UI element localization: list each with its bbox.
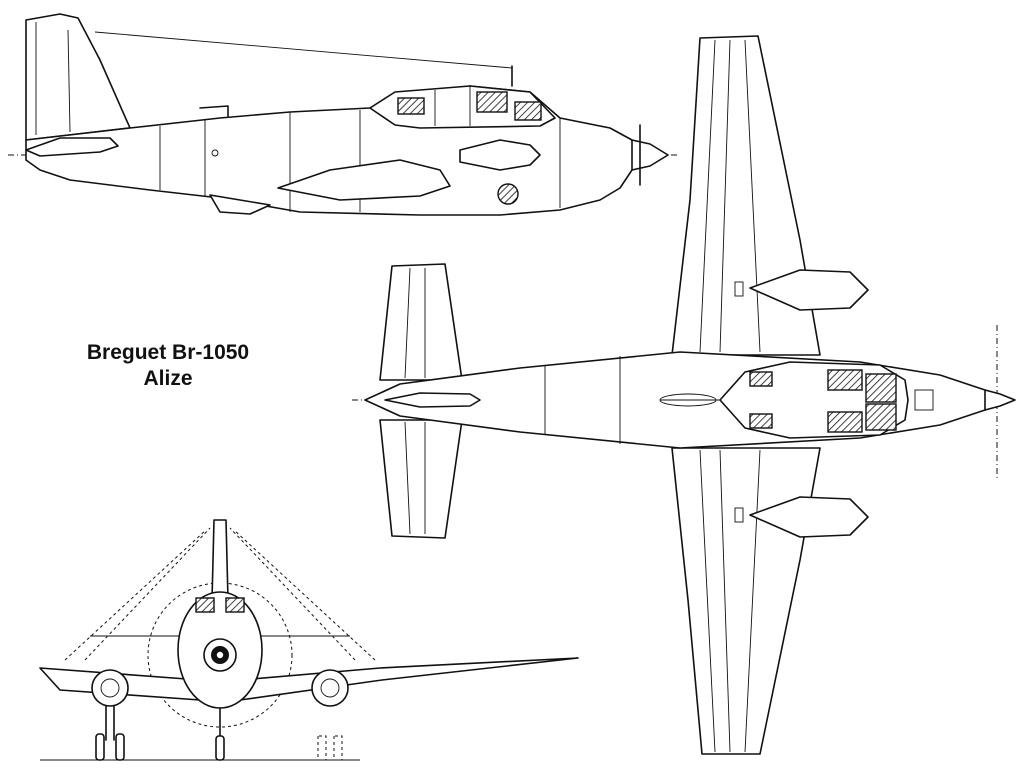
wing-upper-lines (699, 39, 761, 353)
radome-side (209, 194, 271, 215)
nacelle-side (459, 139, 541, 171)
window-hatched (225, 597, 245, 613)
side-view (8, 13, 680, 216)
window-hatched (865, 373, 897, 403)
nacelle-front-left-inner (100, 678, 120, 698)
aircraft-name: Breguet Br-1050 (86, 341, 250, 364)
nacelle-detail (734, 507, 744, 523)
wing-lower (671, 447, 821, 755)
wing-upper (671, 35, 821, 356)
nose-gear-wheel (215, 735, 225, 761)
main-gear-left-strut (105, 705, 115, 741)
hatch-detail (914, 389, 934, 411)
window-hatched (195, 597, 215, 613)
window-hatched (827, 411, 863, 433)
antenna-wire (94, 31, 513, 69)
window-hatched (865, 403, 897, 431)
plan-view (352, 35, 1016, 755)
vertical-fin (25, 13, 131, 141)
wing-side (277, 159, 451, 201)
canopy-side (369, 85, 556, 129)
folded-wing-outline (64, 527, 376, 661)
nacelle-front-right (311, 669, 349, 707)
panel-lines (159, 110, 561, 212)
spinner-center (215, 650, 225, 660)
nacelle-detail (734, 281, 744, 297)
nacelle-front-left (91, 669, 129, 707)
spinner-side (631, 139, 669, 171)
horizontal-tail-side (25, 137, 119, 157)
window-hatched (514, 101, 542, 121)
window-hatched (749, 413, 773, 429)
main-gear-left-wheel (115, 733, 125, 761)
rudder-lines (35, 22, 71, 135)
antenna-mast (199, 105, 229, 117)
fin-front (211, 519, 229, 601)
spinner-plan (984, 389, 1016, 411)
nacelle-front-right-inner (320, 678, 340, 698)
window-hatched (476, 91, 508, 113)
tailplane-lower (379, 419, 463, 539)
main-gear-left-wheel (95, 733, 105, 761)
window-hatched (749, 371, 773, 387)
fuselage-plan-lines (544, 356, 720, 444)
nacelle-upper (749, 269, 869, 311)
front-view (39, 519, 579, 761)
window-hatched (827, 369, 863, 391)
window-hatched (397, 97, 425, 115)
tailplane-lines (404, 267, 426, 535)
tail-cone-plan (384, 392, 481, 408)
nacelle-lower (749, 496, 869, 538)
nose-window (497, 183, 519, 205)
drawing-title: Breguet Br-1050 Alize (60, 340, 276, 392)
wing-lower-lines (699, 449, 761, 753)
detail (211, 149, 219, 157)
detail (659, 393, 717, 407)
main-gear-right-retracted (317, 735, 343, 761)
aircraft-subname: Alize (143, 367, 193, 390)
tailplane-upper (379, 263, 463, 381)
